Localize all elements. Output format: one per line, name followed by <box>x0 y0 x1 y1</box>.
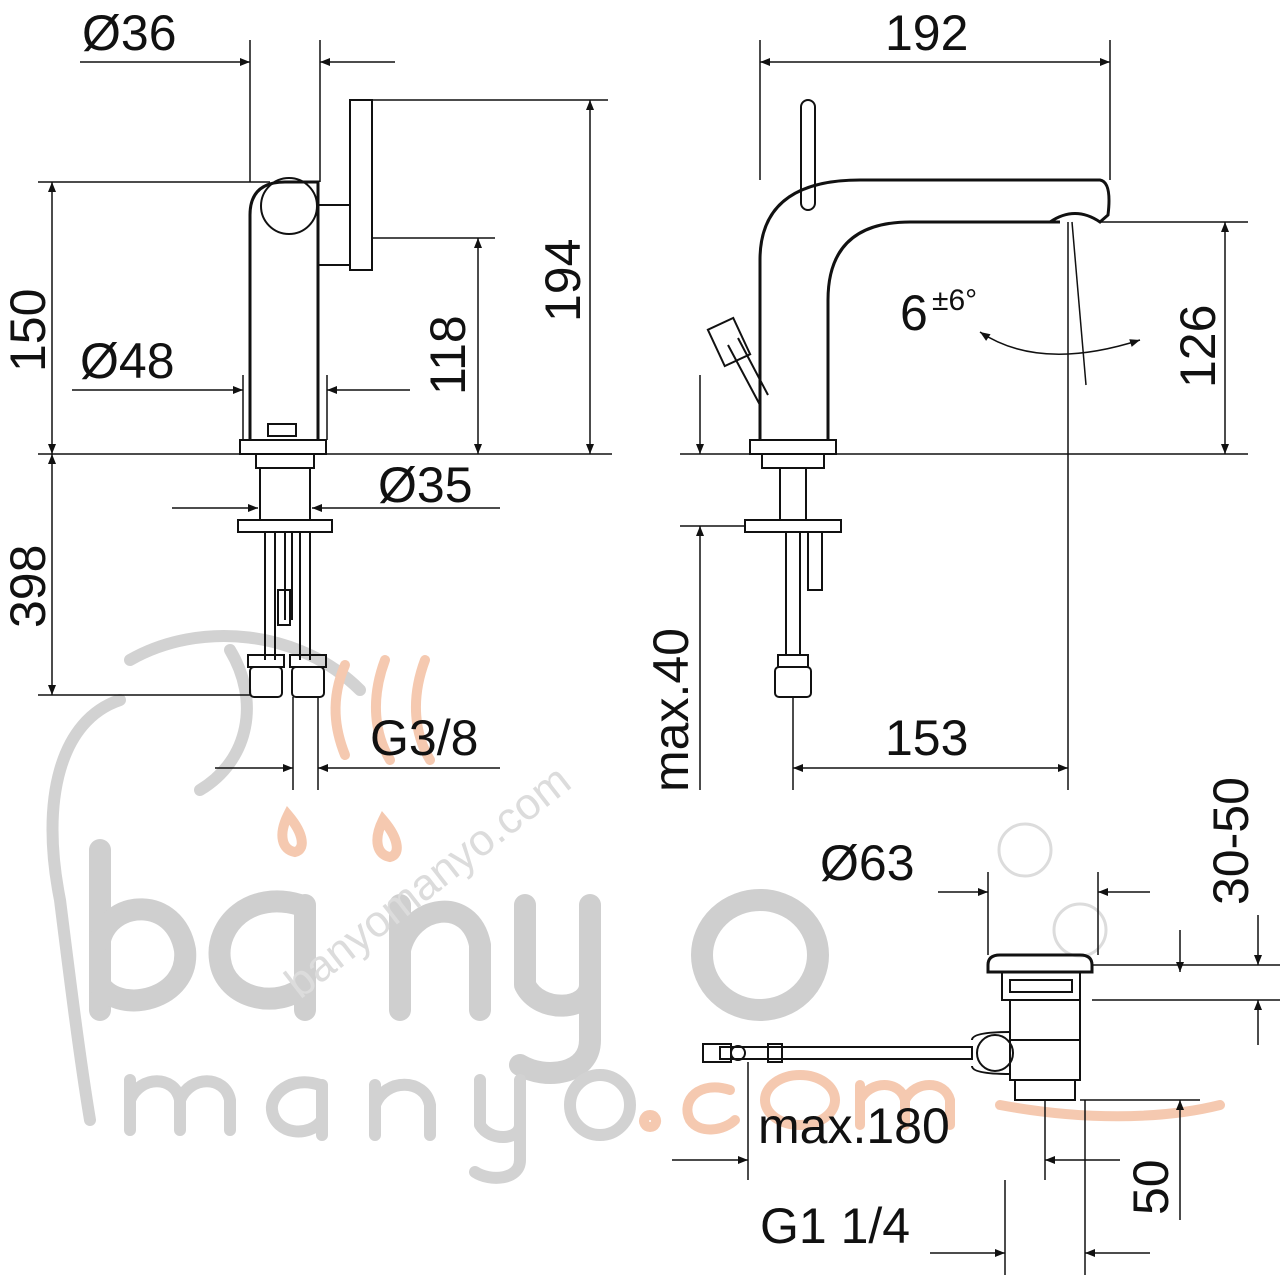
watermark-logo-word-banyo <box>89 839 829 1084</box>
dim-r3050: 30-50 <box>1203 777 1259 905</box>
watermark: banyomanyo.com <box>46 630 1225 1184</box>
side-lever <box>800 99 816 211</box>
dim-g114: G1 1/4 <box>760 1198 910 1254</box>
dim-angle-tol: ±6° <box>932 284 977 317</box>
front-handle-knob <box>260 177 318 235</box>
dim-d35: Ø35 <box>378 457 473 513</box>
dim-d36: Ø36 <box>82 5 177 61</box>
dim-g38: G3/8 <box>370 710 478 766</box>
dim-w192: 192 <box>885 5 968 61</box>
dim-max180: max.180 <box>758 1098 950 1154</box>
dim-h150: 150 <box>0 289 56 372</box>
dim-w153: 153 <box>885 710 968 766</box>
dim-h118: 118 <box>420 315 476 395</box>
front-base-flange <box>239 439 327 455</box>
front-brand-plate <box>267 423 297 437</box>
side-washer <box>744 519 842 533</box>
dim-d48: Ø48 <box>80 333 175 389</box>
dim-h126: 126 <box>1170 305 1226 388</box>
side-base-flange <box>749 439 837 455</box>
side-hose-nut <box>774 666 812 698</box>
side-popup-rod <box>727 337 769 406</box>
dim-h50: 50 <box>1123 1159 1179 1215</box>
front-hoses <box>264 532 311 660</box>
watermark-logo-mark <box>46 630 435 1126</box>
dim-h398: 398 <box>0 545 56 628</box>
front-faucet-body <box>248 180 320 440</box>
dim-d63: Ø63 <box>820 835 915 891</box>
watermark-logo-word-manyo <box>124 1069 1225 1184</box>
front-washer <box>237 519 333 533</box>
waste-rod <box>719 1046 973 1060</box>
front-view: Ø36 150 118 194 Ø48 Ø35 398 G <box>0 5 612 790</box>
front-shank <box>259 468 311 520</box>
waste-view: Ø63 30-50 50 max.180 G1 1/4 <box>672 777 1280 1275</box>
dim-angle-base: 6 <box>900 285 928 341</box>
waste-cap <box>986 953 1094 974</box>
dim-h194: 194 <box>535 239 591 322</box>
side-view: 192 6 ±6° 126 max.40 153 <box>643 5 1248 792</box>
dim-max40: max.40 <box>643 628 699 792</box>
front-lever <box>349 99 373 271</box>
